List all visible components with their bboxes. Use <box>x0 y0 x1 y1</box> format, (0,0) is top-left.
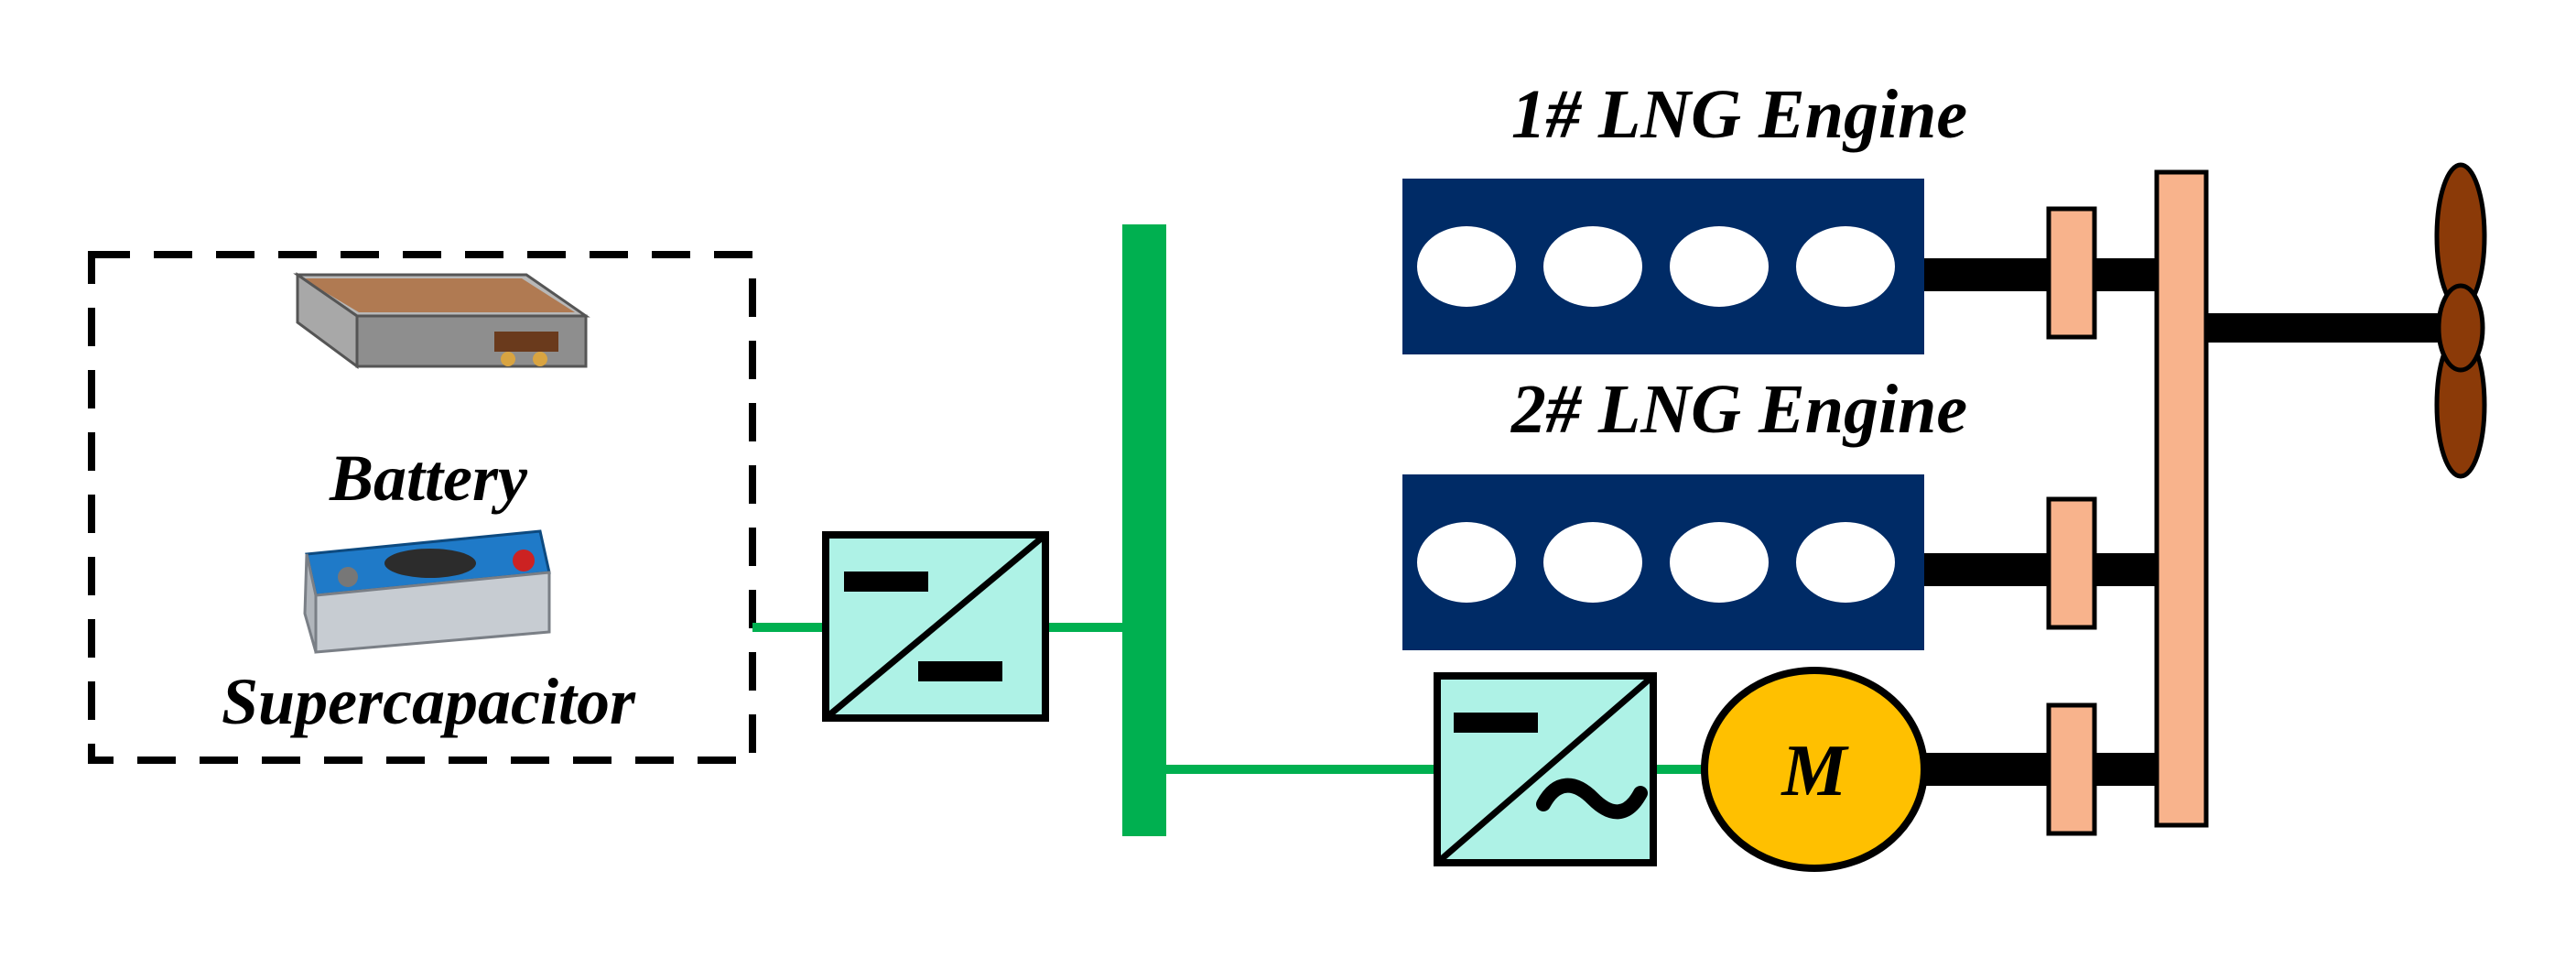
energy-storage-dashed-border <box>88 251 756 764</box>
engine2-label: 2# LNG Engine <box>1510 371 1967 448</box>
engine2-cylinder <box>1417 522 1516 603</box>
engine1-label: 1# LNG Engine <box>1511 76 1967 153</box>
battery-label: Battery <box>329 441 528 515</box>
dc-bus-bar <box>1122 224 1166 836</box>
engine2-cylinder <box>1670 522 1769 603</box>
motor-shaft <box>1924 753 2160 786</box>
engine1-clutch <box>2046 206 2097 340</box>
engine2-cylinder <box>1543 522 1642 603</box>
engine1-cylinder <box>1796 226 1895 307</box>
dcdc-converter-icon <box>822 531 1049 722</box>
propeller-shaft <box>2206 313 2455 343</box>
engine1-block <box>1402 179 1924 354</box>
engine1-cylinder <box>1670 226 1769 307</box>
engine2-cylinder <box>1796 522 1895 603</box>
supercapacitor-image <box>303 529 551 654</box>
motor-label: M <box>1780 731 1849 811</box>
engine1-shaft <box>1924 258 2160 291</box>
propeller-icon <box>2434 162 2487 479</box>
gearbox-bar <box>2154 169 2209 828</box>
engine2-clutch <box>2046 496 2097 630</box>
engine1-cylinder <box>1417 226 1516 307</box>
dcac-inverter-icon <box>1434 672 1657 866</box>
engine1-cylinder <box>1543 226 1642 307</box>
energy-storage-group: Battery Supercapacitor <box>88 251 756 764</box>
supercapacitor-label: Supercapacitor <box>222 665 636 738</box>
motor-clutch <box>2046 702 2097 836</box>
engine2-block <box>1402 474 1924 650</box>
battery-image <box>293 272 590 369</box>
engine2-shaft <box>1924 553 2160 586</box>
